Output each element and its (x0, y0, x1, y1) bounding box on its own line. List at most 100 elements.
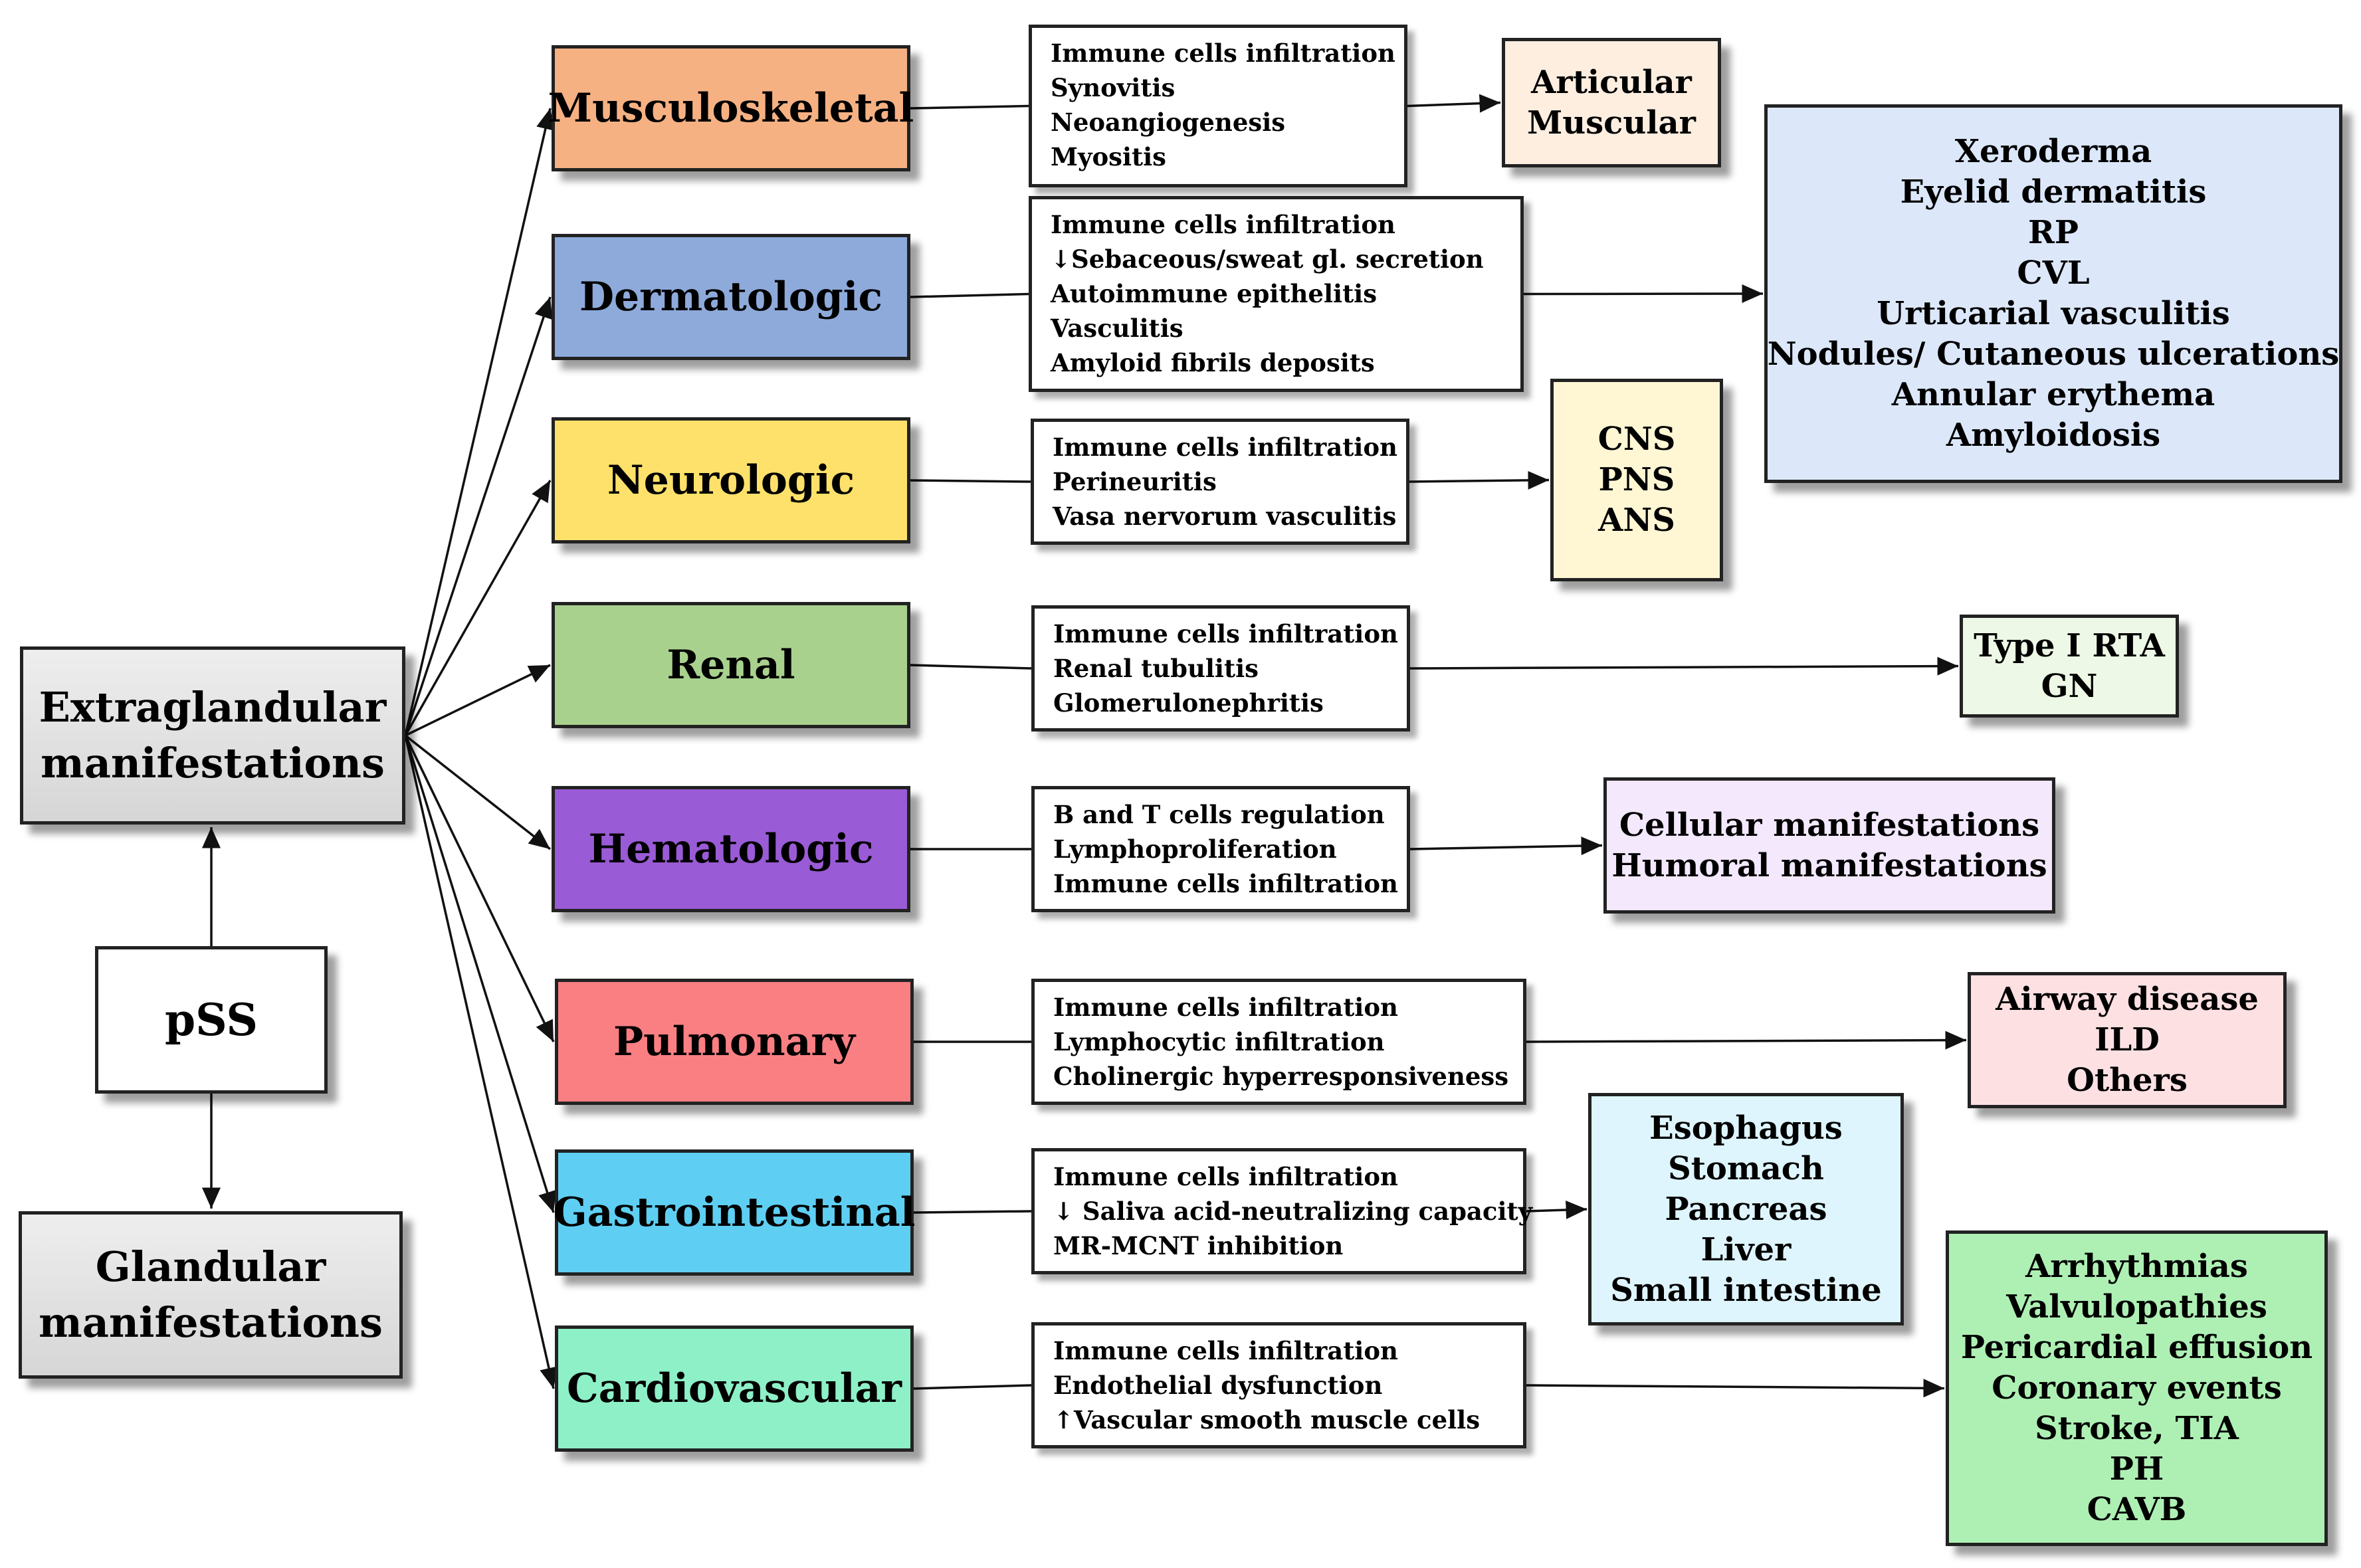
pulmonary-result-item: ILD (2095, 1021, 2160, 1058)
dermatologic-mechanism-item: Vasculitis (1051, 314, 1183, 343)
pulmonary-mechanism-item: Lymphocytic infiltration (1053, 1027, 1385, 1056)
neurologic-system-box: Neurologic (552, 417, 910, 543)
renal-system-label: Renal (667, 642, 795, 688)
neurologic-mechanism-item: Vasa nervorum vasculitis (1053, 502, 1397, 531)
cardiovascular-mechanism-item: ↑Vascular smooth muscle cells (1053, 1405, 1481, 1434)
neurologic-result-arrow (1409, 470, 1550, 490)
musculoskeletal-result-arrow (1407, 94, 1501, 113)
renal-result-item: GN (2041, 667, 2098, 705)
pulmonary-system-box: Pulmonary (555, 979, 914, 1105)
renal-connector (910, 664, 1032, 670)
musculoskeletal-result-item: Articular (1531, 63, 1692, 101)
musculoskeletal-mechanism-item: Neoangiogenesis (1051, 108, 1286, 137)
cardiovascular-system-box: Cardiovascular (555, 1325, 914, 1452)
hematologic-mechanism-item: Immune cells infiltration (1053, 869, 1398, 898)
renal-result-arrow (1409, 656, 1959, 676)
cardiovascular-fan-arrow (404, 735, 558, 1389)
dermatologic-connector (910, 292, 1029, 298)
gastrointestinal-result-arrow (1526, 1201, 1588, 1220)
glandular-box: Glandular manifestations (19, 1211, 403, 1379)
gastrointestinal-mechanism-item: MR-MCNT inhibition (1053, 1231, 1344, 1260)
pulmonary-result-arrow (1526, 1030, 1967, 1050)
gastrointestinal-fan-arrow (404, 735, 557, 1213)
dermatologic-result-item: Urticarial vasculitis (1877, 295, 2230, 332)
musculoskeletal-system-box: Musculoskeletal (548, 45, 914, 171)
cardiovascular-result-item: Arrhythmias (2025, 1248, 2248, 1285)
dermatologic-result-item: Nodules/ Cutaneous ulcerations (1767, 336, 2340, 373)
cardiovascular-mechanism-item: Immune cells infiltration (1053, 1336, 1398, 1365)
gastrointestinal-result-item: Liver (1700, 1230, 1792, 1268)
neurologic-result-item: PNS (1598, 461, 1675, 498)
dermatologic-result-item: Annular erythema (1891, 376, 2215, 413)
cardiovascular-result-item: CAVB (2087, 1491, 2187, 1528)
pulmonary-mechanism-item: Cholinergic hyperresponsiveness (1053, 1062, 1509, 1091)
cardiovascular-result-item: Stroke, TIA (2035, 1410, 2239, 1447)
dermatologic-mechanism-item: Autoimmune epithelitis (1051, 279, 1378, 308)
hematologic-mechanism-item: B and T cells regulation (1053, 800, 1385, 829)
hematologic-mechanism-item: Lymphoproliferation (1053, 834, 1337, 864)
dermatologic-result-item: Eyelid dermatitis (1900, 173, 2207, 211)
cardiovascular-result-item: PH (2109, 1450, 2164, 1488)
dermatologic-system-box: Dermatologic (552, 234, 910, 360)
musculoskeletal-system-label: Musculoskeletal (548, 85, 914, 132)
musculoskeletal-mechanism-item: Synovitis (1051, 73, 1176, 102)
dermatologic-mechanism-item: Amyloid fibrils deposits (1051, 348, 1375, 377)
neurologic-connector (910, 479, 1031, 483)
hematologic-system-label: Hematologic (588, 826, 874, 872)
musculoskeletal-mechanism-item: Immune cells infiltration (1051, 39, 1395, 68)
neurologic-mechanism-item: Immune cells infiltration (1053, 433, 1397, 462)
renal-fan-arrow (405, 664, 551, 737)
neurologic-result-item: CNS (1597, 421, 1676, 458)
neurologic-system-label: Neurologic (607, 457, 855, 504)
pulmonary-system-label: Pulmonary (613, 1019, 855, 1065)
gastrointestinal-connector (913, 1210, 1032, 1214)
gastrointestinal-mechanism-item: Immune cells infiltration (1053, 1162, 1398, 1191)
gastrointestinal-result-item: Esophagus (1649, 1109, 1843, 1147)
renal-mechanism-item: Renal tubulitis (1053, 654, 1259, 683)
hematologic-result-item: Humoral manifestations (1611, 846, 2047, 884)
dermatologic-result-item: RP (2028, 214, 2079, 251)
pss-box: pSS (95, 946, 328, 1094)
gastrointestinal-mechanisms-box: Immune cells infiltration ↓ Saliva acid-n… (1031, 1148, 1533, 1274)
dermatologic-result-item: Xeroderma (1954, 133, 2152, 170)
gastrointestinal-mechanism-item: ↓ Saliva acid-neutralizing capacity (1053, 1197, 1533, 1226)
musculoskeletal-mechanism-item: Myositis (1051, 142, 1166, 171)
renal-system-box: Renal (552, 602, 910, 728)
gastrointestinal-system-box: Gastrointestinal (553, 1149, 916, 1276)
hematologic-fan-arrow (404, 734, 552, 850)
pulmonary-result-item: Others (2067, 1062, 2188, 1099)
cardiovascular-result-item: Coronary events (1992, 1369, 2282, 1407)
hematologic-result-item: Cellular manifestations (1619, 806, 2040, 844)
hematologic-system-box: Hematologic (552, 786, 910, 912)
dermatologic-fan-arrow (404, 296, 553, 736)
renal-mechanism-item: Immune cells infiltration (1053, 619, 1398, 648)
cardiovascular-result-arrow (1526, 1379, 1945, 1398)
dermatologic-system-label: Dermatologic (579, 274, 882, 320)
dermatologic-mechanisms-box: Immune cells infiltration↓Sebaceous/swea… (1029, 196, 1524, 392)
dermatologic-mechanism-item: ↓Sebaceous/sweat gl. secretion (1051, 245, 1484, 274)
cardiovascular-result-item: Pericardial effusion (1960, 1329, 2313, 1366)
musculoskeletal-result-item: Muscular (1527, 104, 1696, 142)
musculoskeletal-fan-arrow (404, 108, 555, 736)
neurologic-result-item: ANS (1598, 502, 1675, 539)
gastrointestinal-result-item: Stomach (1668, 1149, 1824, 1187)
renal-result-item: Type I RTA (1974, 627, 2165, 664)
glandular-line-1: Glandular (95, 1242, 326, 1291)
extraglandular-line-2: manifestations (41, 739, 385, 787)
dermatologic-result-item: CVL (2017, 254, 2090, 292)
extraglandular-line-1: Extraglandular (39, 683, 387, 732)
extraglandular-box: Extraglandular manifestations (20, 646, 405, 825)
renal-mechanism-item: Glomerulonephritis (1053, 688, 1324, 718)
